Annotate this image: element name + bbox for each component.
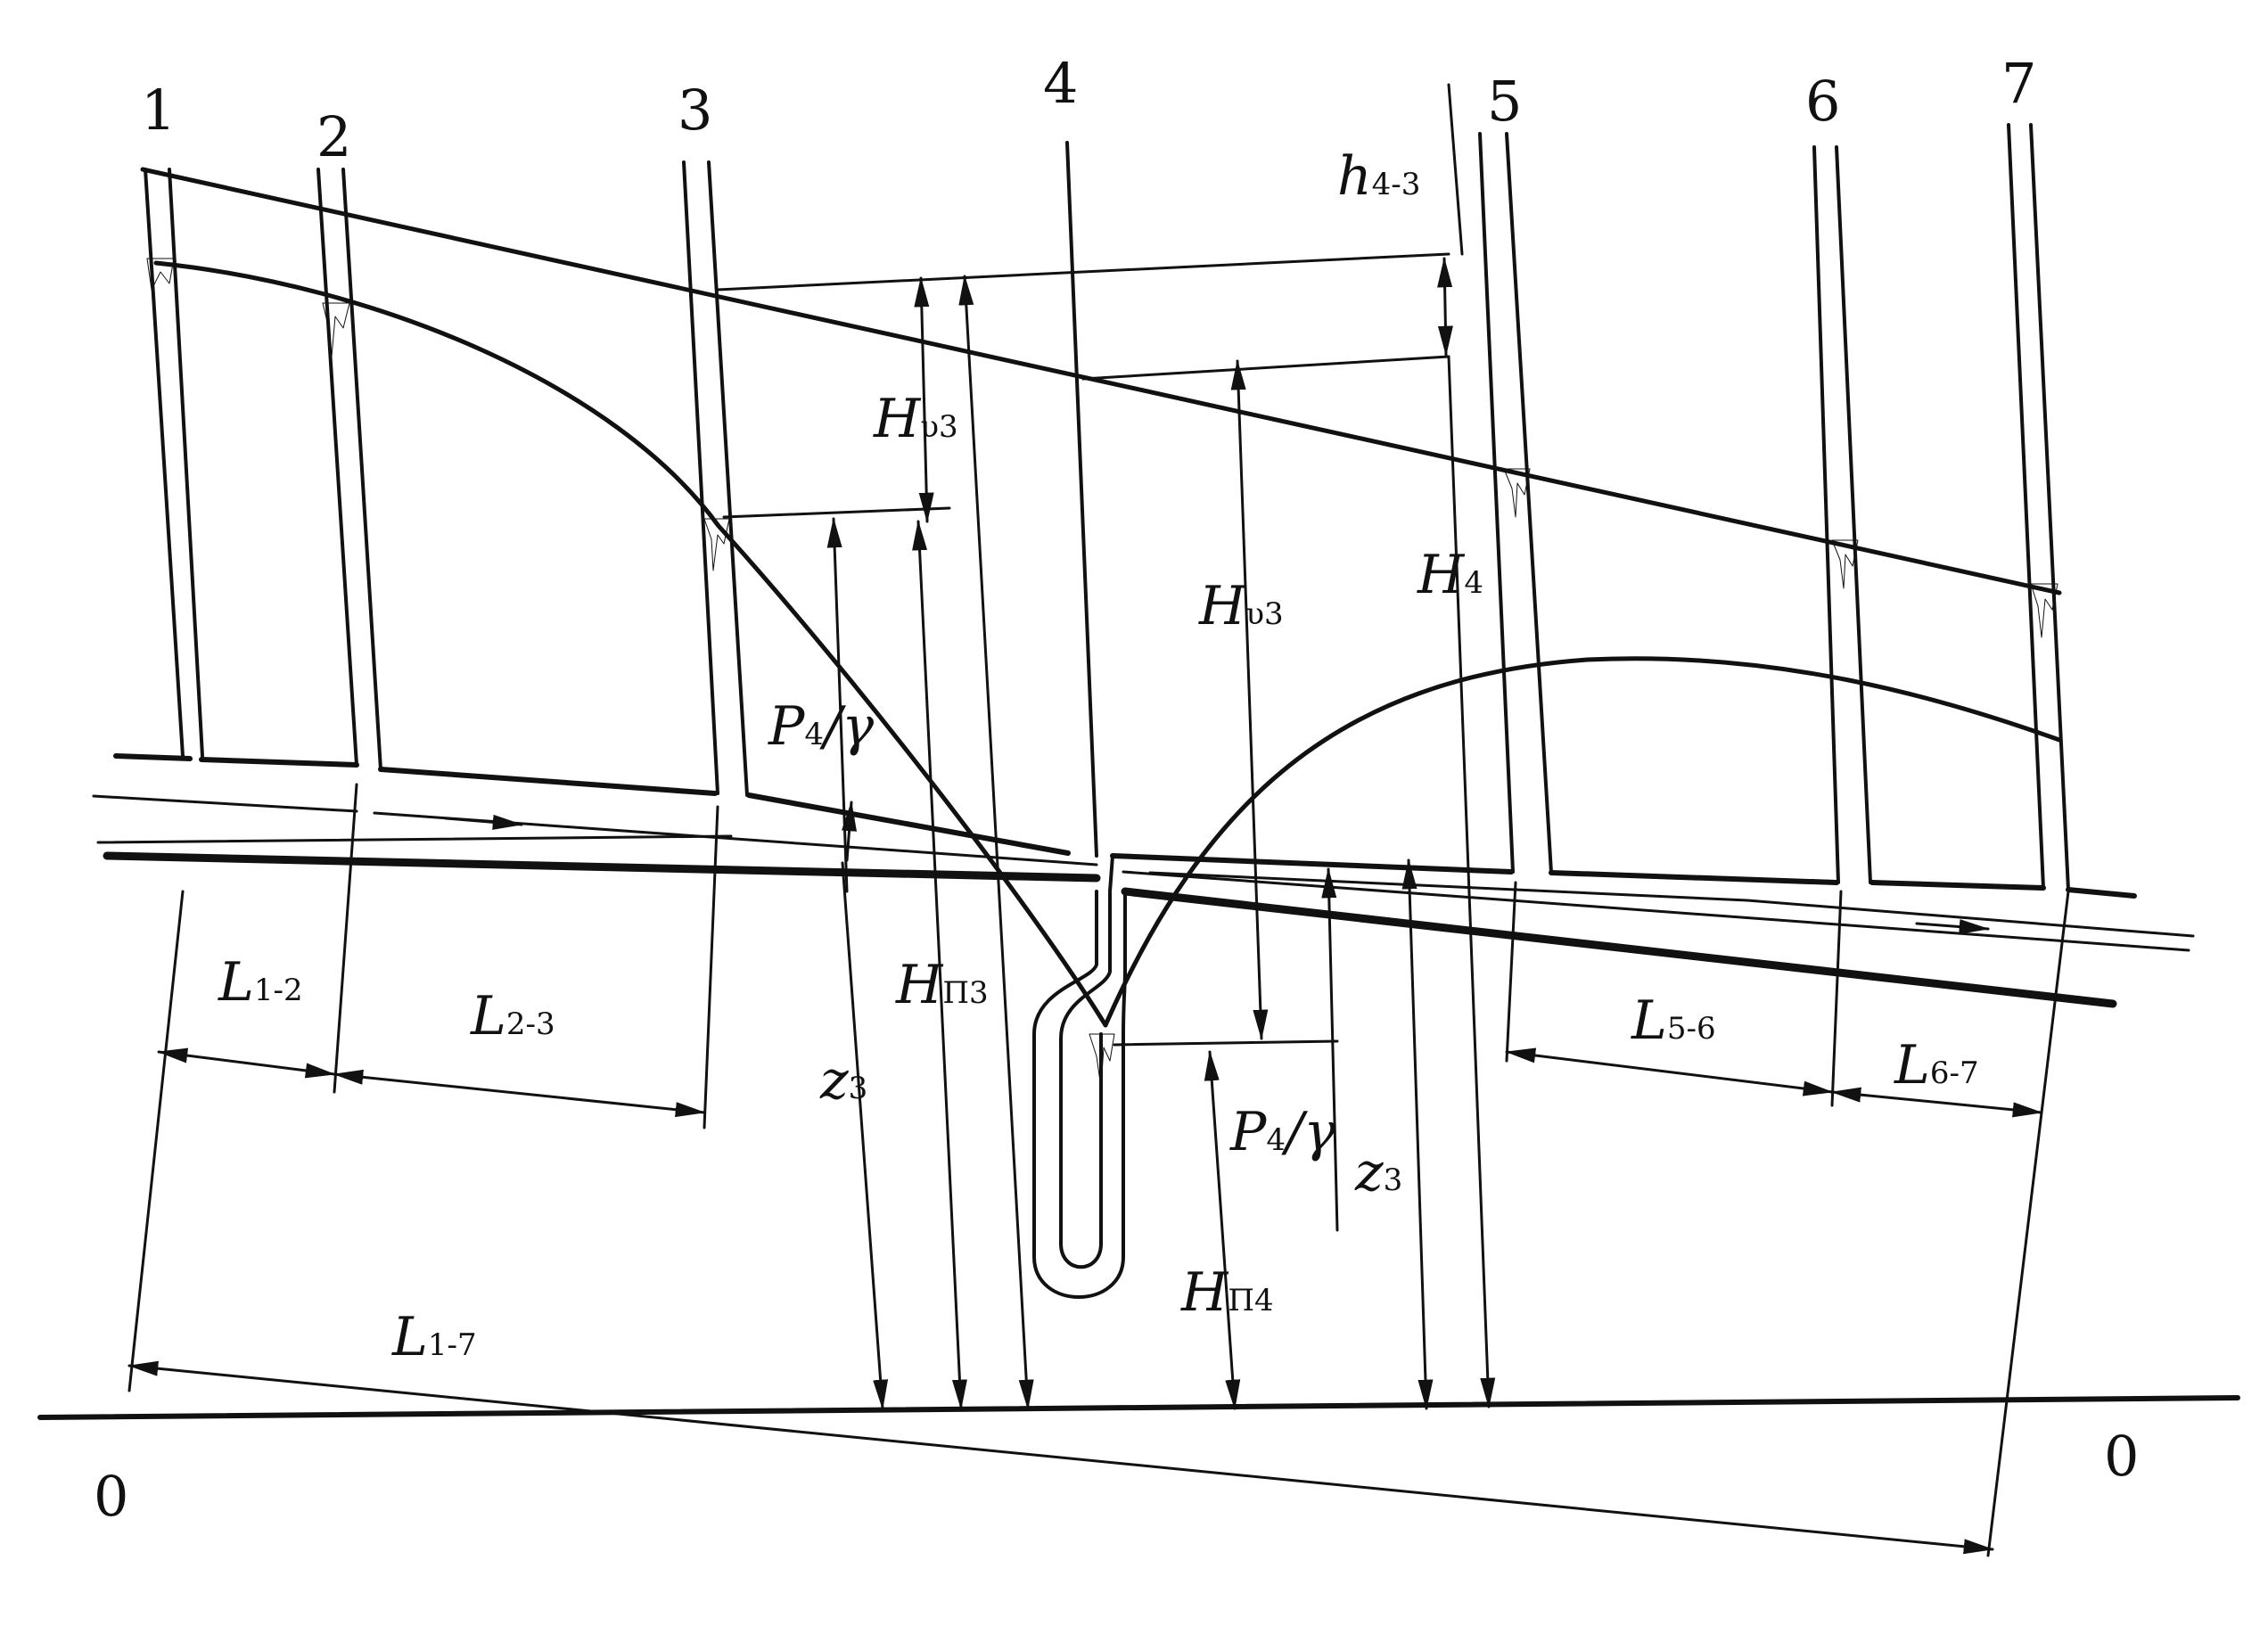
- piezometer-tubes: [144, 123, 2070, 893]
- label-l5-6: L5-6: [1631, 990, 1716, 1052]
- piezometer-number-7: 7: [2001, 51, 2036, 116]
- quantity-labels: h4-3 Hυ3 Hυ3 H4 P4/γ HП3 z3 P4/γ z3 HП4 …: [218, 145, 1979, 1368]
- label-hv3-section4: Hυ3: [1198, 575, 1284, 637]
- datum-label-right: 0: [2104, 1424, 2139, 1489]
- datum-label-left: 0: [94, 1464, 128, 1529]
- piezometer-tube-1: [144, 168, 204, 758]
- label-hp3: HП3: [895, 954, 989, 1016]
- datum-line: [37, 1395, 2240, 1420]
- label-l1-2: L1-2: [218, 951, 303, 1014]
- right-extension-line: [1986, 890, 2070, 1557]
- u-tube-manometer: [1032, 890, 1127, 1299]
- piezometer-tube-3: [682, 160, 749, 797]
- flow-direction-arrows: [444, 814, 1990, 935]
- piezometer-tube-4: [1065, 141, 1114, 893]
- reference-inclined-line: [127, 1360, 1994, 1555]
- piezometer-number-5: 5: [1487, 69, 1522, 134]
- piezometer-number-3: 3: [678, 78, 712, 143]
- hydraulic-grade-line: [153, 260, 1108, 1028]
- piezometer-tube-6: [1812, 145, 1872, 884]
- piezometer-number-labels: 1 2 3 4 5 6 7: [141, 51, 2036, 169]
- piezometer-tube-7: [2007, 123, 2070, 891]
- label-hp4: HП4: [1180, 1261, 1274, 1324]
- label-p4-gamma-section3: P4/γ: [768, 695, 874, 758]
- piezometer-number-6: 6: [1805, 69, 1840, 134]
- label-h4-3: h4-3: [1337, 145, 1420, 208]
- label-z3-section3: z3: [819, 1049, 867, 1112]
- label-l6-7: L6-7: [1894, 1034, 1979, 1096]
- energy-line: [140, 167, 2062, 595]
- hydraulic-grade-line-recovery: [1103, 656, 2062, 1028]
- dimension-lines: [157, 83, 2043, 1410]
- label-h4: H4: [1417, 544, 1483, 606]
- left-extension-line: [127, 890, 185, 1392]
- label-z3-section4: z3: [1354, 1141, 1402, 1203]
- piezometer-number-2: 2: [316, 104, 351, 169]
- piezometer-number-4: 4: [1043, 51, 1078, 116]
- label-hv3-section3: Hυ3: [873, 388, 958, 450]
- label-l1-7: L1-7: [391, 1306, 477, 1368]
- pipe-centerline: [92, 794, 2195, 952]
- water-level-marks: [146, 258, 2058, 1088]
- piezometer-number-1: 1: [141, 78, 176, 143]
- label-p4-gamma-section4: P4/γ: [1229, 1101, 1335, 1163]
- pipe-upper-wall: [113, 753, 2137, 899]
- label-l2-3: L2-3: [470, 985, 555, 1047]
- piezometer-tube-2: [316, 168, 382, 771]
- piezometer-tube-5: [1478, 132, 1553, 875]
